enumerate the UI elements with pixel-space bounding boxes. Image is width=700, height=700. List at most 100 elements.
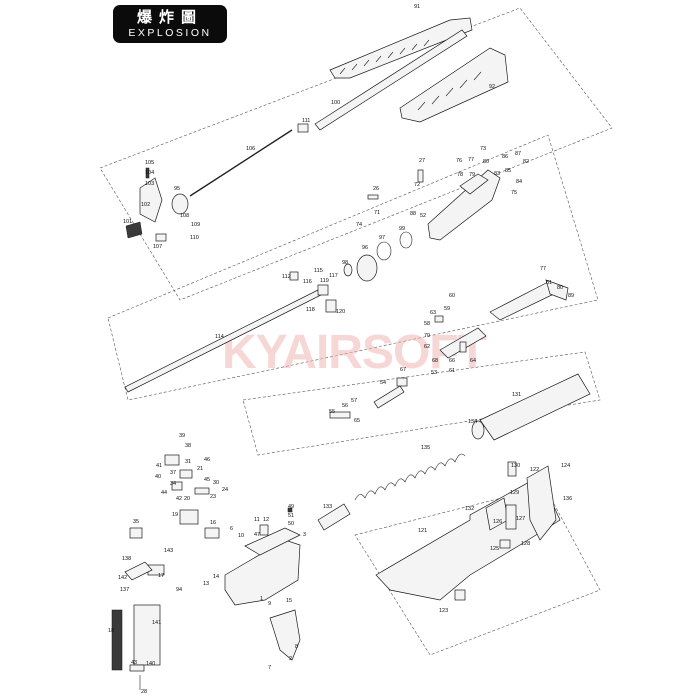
buffer-tube — [479, 373, 591, 441]
callout-label: 16 — [210, 520, 216, 526]
title-chinese: 爆炸圖 — [136, 8, 203, 26]
callout-label: 122 — [530, 467, 539, 473]
pin-27 — [417, 169, 424, 183]
charging-handle — [489, 281, 559, 321]
trigger-part-3 — [171, 481, 183, 491]
callout-label: 54 — [380, 380, 386, 386]
callout-label: 85 — [505, 168, 511, 174]
callout-label: 123 — [439, 608, 448, 614]
callout-label: 45 — [204, 477, 210, 483]
snap-ring — [399, 231, 413, 249]
callout-label: 18 — [108, 628, 114, 634]
callout-label: 13 — [203, 581, 209, 587]
callout-label: 104 — [145, 170, 154, 176]
sling-swivel — [155, 233, 167, 242]
callout-label: 127 — [516, 516, 525, 522]
explosion-title-badge: 爆炸圖 EXPLOSION — [113, 5, 227, 43]
callout-label: 99 — [399, 226, 405, 232]
callout-label: 7 — [268, 665, 271, 671]
trigger-part-4 — [194, 487, 210, 495]
bolt-cam — [434, 315, 444, 323]
callout-label: 17 — [158, 573, 164, 579]
callout-label: 2 — [289, 656, 292, 662]
middle-assembly-outline — [107, 134, 599, 401]
trigger-part-2 — [179, 469, 193, 479]
callout-label: 112 — [282, 274, 291, 280]
callout-label: 60 — [449, 293, 455, 299]
callout-label: 126 — [493, 519, 502, 525]
hop-adjuster — [289, 271, 299, 281]
callout-label: 137 — [120, 587, 129, 593]
stock-screw-130 — [507, 461, 517, 477]
callout-label: 46 — [204, 457, 210, 463]
callout-label: 129 — [510, 490, 519, 496]
charging-handle-latch — [545, 279, 569, 301]
outer-barrel — [314, 29, 468, 131]
callout-label: 65 — [354, 418, 360, 424]
barrel-spacer — [343, 263, 353, 277]
callout-label: 80 — [557, 285, 563, 291]
callout-label: 82 — [523, 159, 529, 165]
callout-label: 97 — [379, 235, 385, 241]
trigger-part-1 — [164, 454, 180, 466]
callout-label: 91 — [414, 4, 420, 10]
callout-label: 1 — [260, 596, 263, 602]
callout-label: 125 — [490, 546, 499, 552]
callout-label: 10 — [238, 533, 244, 539]
front-sight — [139, 177, 163, 223]
small-screw — [287, 507, 293, 513]
selector-pin — [259, 524, 269, 536]
piston — [317, 503, 351, 531]
air-nozzle — [373, 385, 405, 409]
callout-label: 43 — [131, 660, 137, 666]
callout-label: 100 — [331, 100, 340, 106]
tappet-plate — [329, 411, 351, 419]
callout-label: 105 — [145, 160, 154, 166]
callout-label: 20 — [184, 496, 190, 502]
buffer-tube-end — [471, 420, 485, 440]
callout-label: 120 — [336, 309, 345, 315]
callout-label: 83 — [494, 171, 500, 177]
delta-ring — [356, 254, 378, 282]
callout-label: 73 — [480, 146, 486, 152]
callout-label: 114 — [215, 334, 224, 340]
magazine-spring — [111, 609, 123, 671]
flash-hider — [125, 221, 143, 239]
callout-label: 41 — [156, 463, 162, 469]
callout-label: 44 — [161, 490, 167, 496]
callout-label: 23 — [210, 494, 216, 500]
callout-label: 119 — [320, 278, 329, 284]
callout-label: 56 — [342, 403, 348, 409]
callout-label: 9 — [268, 601, 271, 607]
callout-label: 57 — [351, 398, 357, 404]
callout-label: 75 — [511, 190, 517, 196]
callout-label: 136 — [563, 496, 572, 502]
callout-label: 24 — [222, 487, 228, 493]
callout-label: 124 — [561, 463, 570, 469]
callout-label: 34 — [170, 481, 176, 487]
callout-label: 111 — [302, 118, 310, 124]
callout-label: 140 — [146, 661, 155, 667]
pin-26 — [367, 194, 379, 200]
upper-assembly-outline — [99, 7, 613, 301]
callout-label: 35 — [133, 519, 139, 525]
callout-label: 108 — [180, 213, 189, 219]
stock-assembly-outline — [354, 486, 601, 656]
callout-label: 30 — [213, 480, 219, 486]
main-spring — [354, 453, 466, 501]
carry-handle — [459, 173, 489, 195]
callout-label: 117 — [329, 273, 338, 279]
callout-label: 78 — [457, 172, 463, 178]
rear-swivel — [454, 589, 466, 601]
callout-label: 110 — [190, 235, 199, 241]
buttplate — [526, 465, 557, 541]
sling-plate — [505, 504, 517, 530]
callout-label: 80 — [483, 159, 489, 165]
callout-label: 96 — [362, 245, 368, 251]
callout-label: 118 — [306, 307, 315, 313]
callout-label: 72 — [414, 182, 420, 188]
callout-label: 128 — [521, 541, 530, 547]
callout-label: 131 — [512, 392, 521, 398]
callout-label: 55 — [329, 409, 335, 415]
callout-label: 92 — [489, 84, 495, 90]
